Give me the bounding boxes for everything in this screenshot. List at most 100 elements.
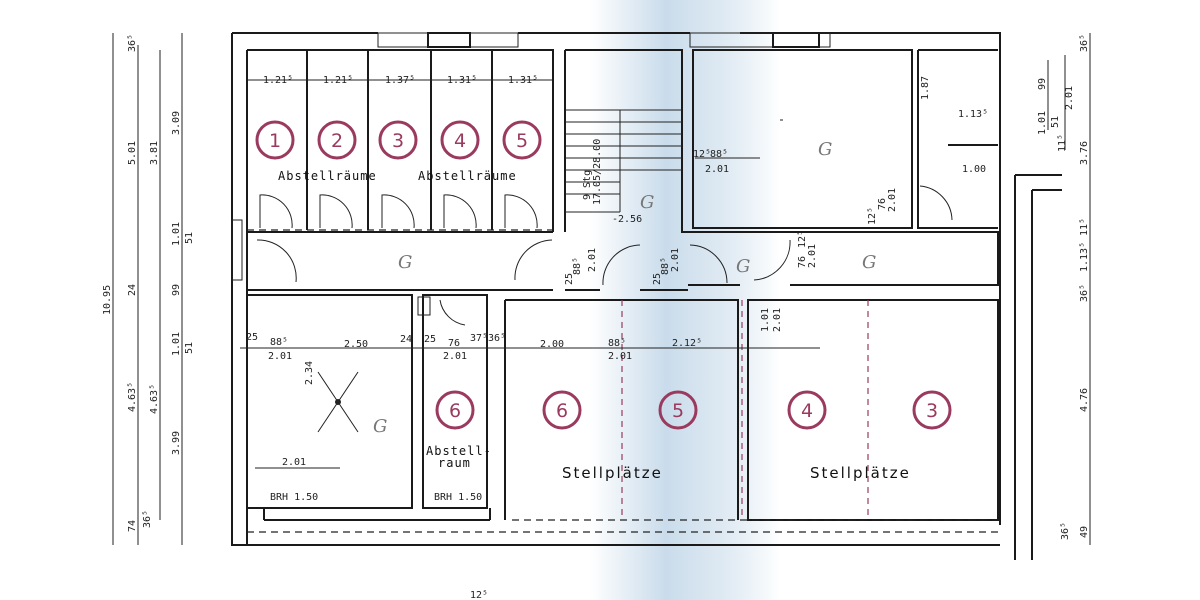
svg-text:1.13⁵: 1.13⁵ bbox=[1079, 242, 1090, 272]
svg-text:36⁵: 36⁵ bbox=[488, 333, 506, 344]
svg-text:25: 25 bbox=[424, 334, 436, 345]
left-dimension-chains: 10.95 36⁵ 5.01 24 4.63⁵ 74 3.81 4.63⁵ 36… bbox=[102, 34, 195, 532]
svg-text:3.81: 3.81 bbox=[149, 141, 160, 165]
stair-note: 9 Stg bbox=[582, 170, 593, 200]
svg-text:36⁵: 36⁵ bbox=[1079, 34, 1090, 52]
svg-text:2.01: 2.01 bbox=[1064, 86, 1075, 110]
svg-text:6: 6 bbox=[449, 400, 461, 422]
svg-text:12⁵: 12⁵ bbox=[693, 149, 711, 160]
svg-text:5: 5 bbox=[672, 400, 684, 422]
svg-text:1.01: 1.01 bbox=[171, 332, 182, 356]
svg-text:2.01: 2.01 bbox=[670, 248, 681, 272]
svg-text:88⁵: 88⁵ bbox=[572, 257, 583, 275]
svg-text:36⁵: 36⁵ bbox=[142, 510, 153, 528]
hand-marks: G G G G G G bbox=[373, 139, 876, 437]
label-storage-rooms: Abstellräume bbox=[418, 169, 517, 183]
svg-text:1.01: 1.01 bbox=[760, 308, 771, 332]
svg-text:1.01: 1.01 bbox=[1037, 111, 1048, 135]
svg-text:G: G bbox=[373, 416, 387, 437]
svg-text:1: 1 bbox=[269, 130, 281, 152]
svg-text:1.00: 1.00 bbox=[962, 164, 986, 175]
svg-text:51: 51 bbox=[184, 342, 195, 354]
svg-text:2.01: 2.01 bbox=[268, 351, 292, 362]
svg-text:1.13⁵: 1.13⁵ bbox=[958, 109, 988, 120]
svg-text:37⁵: 37⁵ bbox=[470, 333, 488, 344]
room-width-dim: 2.01 bbox=[282, 457, 306, 468]
svg-text:G: G bbox=[736, 256, 750, 277]
svg-text:1.01: 1.01 bbox=[171, 222, 182, 246]
svg-text:1.87: 1.87 bbox=[920, 76, 931, 100]
stair-note: 17.05/28.00 bbox=[592, 139, 603, 205]
svg-text:99: 99 bbox=[171, 284, 182, 296]
svg-text:36⁵: 36⁵ bbox=[127, 34, 138, 52]
svg-text:5.01: 5.01 bbox=[127, 141, 138, 165]
label-storage-rooms: Abstellräume bbox=[278, 169, 377, 183]
svg-text:36⁵: 36⁵ bbox=[1079, 284, 1090, 302]
svg-text:2.01: 2.01 bbox=[443, 351, 467, 362]
svg-text:10.95: 10.95 bbox=[102, 285, 113, 315]
label-parking: Stellplätze bbox=[562, 464, 663, 482]
svg-text:2.00: 2.00 bbox=[540, 339, 564, 350]
svg-text:88⁵: 88⁵ bbox=[710, 149, 728, 160]
svg-text:76: 76 bbox=[448, 338, 460, 349]
svg-text:49: 49 bbox=[1079, 526, 1090, 538]
svg-text:2: 2 bbox=[331, 130, 343, 152]
svg-text:74: 74 bbox=[127, 520, 138, 532]
label-parking: Stellplätze bbox=[810, 464, 911, 482]
svg-text:1.31⁵: 1.31⁵ bbox=[508, 75, 538, 86]
lower-dimension-chain: 25 88⁵ 2.01 2.50 24 25 76 2.01 37⁵ 36⁵ 2… bbox=[246, 332, 702, 362]
svg-text:3.99: 3.99 bbox=[171, 431, 182, 455]
ceiling-light-symbol bbox=[317, 371, 359, 433]
svg-text:88⁵: 88⁵ bbox=[270, 337, 288, 348]
svg-text:G: G bbox=[640, 192, 654, 213]
label-storage-room: Abstell- bbox=[426, 444, 492, 458]
svg-text:76: 76 bbox=[797, 256, 808, 268]
dimension-lines bbox=[112, 33, 1091, 545]
unit-markers-bottom: 6 6 5 4 3 bbox=[435, 390, 952, 430]
doors bbox=[256, 185, 953, 326]
svg-text:2.01: 2.01 bbox=[807, 244, 818, 268]
svg-text:6: 6 bbox=[556, 400, 568, 422]
svg-text:99: 99 bbox=[1037, 78, 1048, 90]
room-height-dim: 2.34 bbox=[304, 361, 315, 385]
svg-text:11⁵: 11⁵ bbox=[1057, 134, 1068, 152]
svg-text:4.63⁵: 4.63⁵ bbox=[149, 384, 160, 414]
small-room-dimensions: 1.87 1.13⁵ 1.00 bbox=[920, 76, 988, 175]
svg-text:2.01: 2.01 bbox=[887, 188, 898, 212]
svg-text:25: 25 bbox=[246, 332, 258, 343]
svg-text:11⁵: 11⁵ bbox=[1079, 218, 1090, 236]
label-storage-room: raum bbox=[438, 456, 471, 470]
svg-text:1.21⁵: 1.21⁵ bbox=[263, 75, 293, 86]
svg-text:25: 25 bbox=[652, 273, 663, 285]
storage-partitions bbox=[247, 50, 1000, 533]
svg-text:2.01: 2.01 bbox=[587, 248, 598, 272]
svg-text:G: G bbox=[818, 139, 832, 160]
svg-text:51: 51 bbox=[1050, 116, 1061, 128]
svg-text:3.76: 3.76 bbox=[1079, 141, 1090, 165]
svg-text:24: 24 bbox=[127, 284, 138, 296]
svg-text:76: 76 bbox=[877, 198, 888, 210]
svg-text:1.21⁵: 1.21⁵ bbox=[323, 75, 353, 86]
svg-text:2.12⁵: 2.12⁵ bbox=[672, 338, 702, 349]
svg-text:4: 4 bbox=[801, 400, 813, 422]
svg-text:25: 25 bbox=[564, 273, 575, 285]
svg-text:3.09: 3.09 bbox=[171, 111, 182, 135]
stairs bbox=[565, 109, 682, 213]
svg-text:4: 4 bbox=[454, 130, 466, 152]
svg-text:12⁵: 12⁵ bbox=[797, 230, 808, 248]
sill-height: BRH 1.50 bbox=[270, 492, 318, 503]
right-dimension-chains: 99 1.01 51 11⁵ 2.01 36⁵ 3.76 11⁵ 1.13⁵ 3… bbox=[1037, 34, 1090, 540]
storage-widths: 1.21⁵ 1.21⁵ 1.37⁵ 1.31⁵ 1.31⁵ bbox=[263, 75, 538, 86]
svg-text:G: G bbox=[398, 252, 412, 273]
svg-text:5: 5 bbox=[516, 130, 528, 152]
svg-text:88⁵: 88⁵ bbox=[660, 257, 671, 275]
svg-text:2.01: 2.01 bbox=[608, 351, 632, 362]
svg-text:12⁵: 12⁵ bbox=[867, 207, 878, 225]
bottom-cut-dim: 12⁵ bbox=[470, 590, 488, 600]
svg-text:24: 24 bbox=[400, 334, 412, 345]
svg-text:1.37⁵: 1.37⁵ bbox=[385, 75, 415, 86]
svg-text:51: 51 bbox=[184, 232, 195, 244]
svg-text:88⁵: 88⁵ bbox=[608, 338, 626, 349]
svg-text:4.63⁵: 4.63⁵ bbox=[127, 382, 138, 412]
